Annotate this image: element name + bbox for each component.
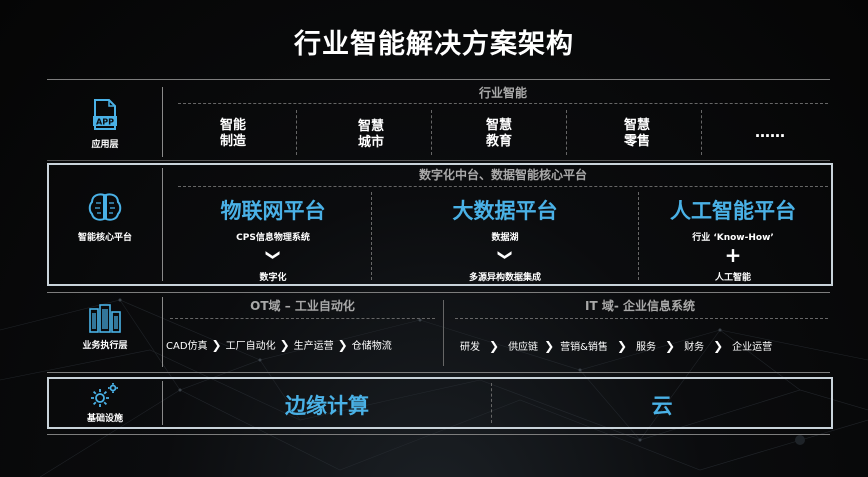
iot-platform-subtitle: CPS信息物理系统 xyxy=(236,233,310,243)
bigdata-platform-subtitle: 数据湖 xyxy=(491,233,519,243)
exec-layer-separator xyxy=(162,297,163,367)
brain-icon xyxy=(88,193,122,221)
app-layer-separator xyxy=(162,87,163,157)
app-layer-bottom-divider xyxy=(47,160,830,161)
app-item-city: 智慧 城市 xyxy=(357,119,384,150)
ai-platform-subtitle: 行业 ‘Know-How’ xyxy=(692,233,774,243)
iot-platform-bottom: 数字化 xyxy=(259,273,287,283)
app-divider-2 xyxy=(431,110,432,155)
ot-item-production: 生产运营 xyxy=(293,341,334,352)
app-divider-1 xyxy=(296,110,297,155)
core-section-dash xyxy=(178,186,828,187)
app-item-more: …… xyxy=(755,123,785,141)
it-item-service: 服务 xyxy=(636,342,656,353)
core-layer-box xyxy=(47,163,833,286)
svg-text:APP: APP xyxy=(96,118,114,127)
infra-layer-box xyxy=(47,377,833,429)
page-title: 行业智能解决方案架构 xyxy=(294,29,574,60)
it-flow: 研发 ❯ 供应链 ❯ 营销&销售 ❯ 服务 ❯ 财务 ❯ 企业运营 xyxy=(460,338,773,354)
app-item-manufacturing: 智能 制造 xyxy=(219,118,246,149)
app-item-education: 智慧 教育 xyxy=(485,118,512,149)
ot-arrow-2-icon: ❯ xyxy=(279,337,290,352)
it-section-title: IT 域- 企业信息系统 xyxy=(585,299,695,313)
bigdata-platform-title: 大数据平台 xyxy=(452,199,558,223)
bigdata-platform-bottom: 多源异构数据集成 xyxy=(468,273,541,283)
ot-arrow-3-icon: ❯ xyxy=(337,337,348,352)
exec-layer-bottom-divider xyxy=(47,372,830,373)
edge-computing-label: 边缘计算 xyxy=(285,394,369,418)
infra-divider xyxy=(491,383,492,423)
gear-icon xyxy=(91,383,118,407)
ot-it-separator xyxy=(443,300,444,366)
it-item-rnd: 研发 xyxy=(460,342,480,353)
core-divider-2 xyxy=(638,192,639,280)
exec-layer-label: 业务执行层 xyxy=(82,341,128,351)
app-divider-3 xyxy=(566,110,567,155)
exec-layer-top-divider xyxy=(47,292,830,293)
ot-item-factory-automation: 工厂自动化 xyxy=(225,341,276,352)
infra-layer-label: 基础设施 xyxy=(86,414,123,424)
it-item-supply-chain: 供应链 xyxy=(508,342,539,353)
building-icon xyxy=(89,304,121,333)
app-icon: APP xyxy=(93,99,117,130)
iot-platform-title: 物联网平台 xyxy=(220,199,326,223)
app-divider-4 xyxy=(701,110,702,155)
it-arrow-3-icon: ❯ xyxy=(616,338,627,353)
it-item-marketing-sales: 营销&销售 xyxy=(560,342,608,353)
it-section-dash xyxy=(455,318,828,319)
ot-section-dash xyxy=(170,318,435,319)
ot-item-logistics: 仓储物流 xyxy=(351,341,392,352)
core-layer-label: 智能核心平台 xyxy=(77,233,132,243)
ai-platform-bottom: 人工智能 xyxy=(714,273,751,283)
plus-icon: + xyxy=(724,243,742,267)
ot-arrow-1-icon: ❯ xyxy=(211,337,222,352)
top-divider xyxy=(47,79,830,80)
cloud-label: 云 xyxy=(651,394,673,418)
ot-flow: CAD仿真 ❯ 工厂自动化 ❯ 生产运营 ❯ 仓储物流 xyxy=(166,337,392,353)
app-item-retail: 智慧 零售 xyxy=(623,118,650,149)
bottom-divider xyxy=(47,434,830,435)
it-item-operations: 企业运营 xyxy=(732,342,773,353)
app-section-dash xyxy=(178,103,828,104)
it-arrow-1-icon: ❯ xyxy=(489,338,500,353)
core-divider-1 xyxy=(371,192,372,280)
it-arrow-4-icon: ❯ xyxy=(665,338,676,353)
core-section-title: 数字化中台、数据智能核心平台 xyxy=(418,168,587,182)
ot-item-cad: CAD仿真 xyxy=(166,341,208,352)
it-arrow-5-icon: ❯ xyxy=(713,338,724,353)
it-item-finance: 财务 xyxy=(684,342,705,353)
it-arrow-2-icon: ❯ xyxy=(544,338,555,353)
core-layer-separator xyxy=(162,168,163,281)
ai-platform-title: 人工智能平台 xyxy=(670,199,796,223)
app-section-title: 行业智能 xyxy=(478,86,527,100)
app-layer-label: 应用层 xyxy=(91,140,119,150)
infra-layer-separator xyxy=(162,381,163,425)
ot-section-title: OT域 – 工业自动化 xyxy=(250,299,355,313)
